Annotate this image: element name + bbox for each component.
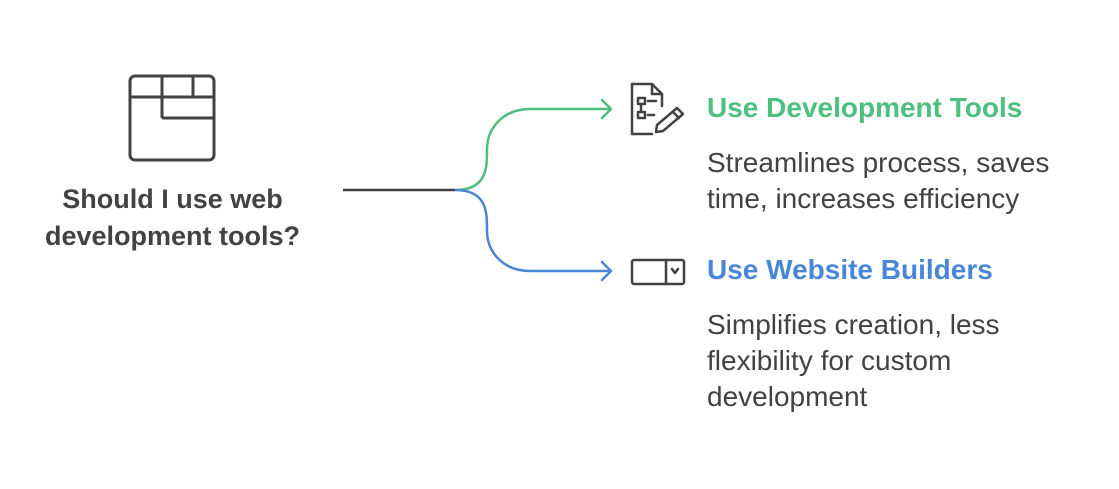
option-title-website-builders: Use Website Builders [707, 254, 993, 285]
branch-line-website-builders [454, 188, 611, 273]
arrow-head-website-builders [600, 260, 613, 282]
description-line: development [707, 381, 868, 412]
option-description-development-tools: Streamlines process, saves time, increas… [707, 145, 1107, 217]
option-description-website-builders: Simplifies creation, less flexibility fo… [707, 307, 1107, 415]
branch-line-development-tools [454, 107, 611, 192]
question-text: Should I use web development tools? [20, 181, 325, 255]
description-line: time, increases efficiency [707, 183, 1020, 214]
description-line: Streamlines process, saves [707, 147, 1050, 178]
description-line: Simplifies creation, less [707, 309, 1000, 340]
question-line-2: development tools? [44, 221, 301, 251]
description-line: flexibility for custom [707, 345, 952, 376]
arrow-head-development-tools [600, 98, 613, 120]
option-title-development-tools: Use Development Tools [707, 92, 1023, 123]
question-line-1: Should I use web [62, 184, 283, 214]
